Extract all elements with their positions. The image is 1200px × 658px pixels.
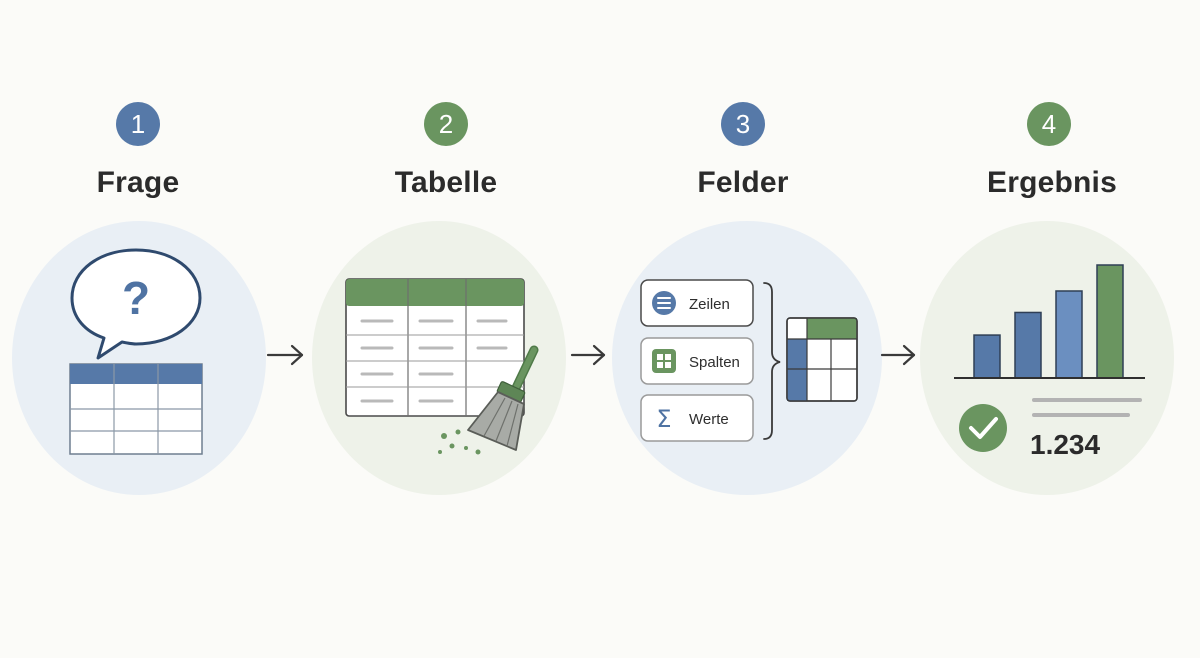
step-3-title: Felder (697, 166, 789, 199)
columns-label: Spalten (689, 354, 740, 371)
question-bubble-table-icon: ? (69, 248, 203, 455)
result-bar (1055, 290, 1083, 379)
result-bar (973, 334, 1001, 379)
sigma-icon: Σ (656, 405, 671, 433)
field-columns: Spalten (640, 337, 754, 385)
field-values: Σ Werte (640, 394, 754, 442)
columns-icon (652, 349, 676, 373)
pivot-fields-icon: Zeilen Spalten Σ Werte (640, 279, 858, 442)
rows-label: Zeilen (689, 296, 730, 313)
data-table-icon (69, 363, 203, 455)
dust-particles-icon (438, 429, 481, 455)
values-label: Werte (689, 411, 729, 428)
step-3-badge: 3 (721, 102, 765, 146)
table-broom-icon (345, 278, 539, 455)
arrow-right-icon (880, 344, 916, 366)
spreadsheet-icon (345, 278, 525, 417)
brace-icon (763, 282, 781, 440)
result-bar (1014, 311, 1042, 379)
check-circle-icon (959, 404, 1007, 452)
arrow-right-icon (266, 344, 304, 366)
field-rows: Zeilen (640, 279, 754, 327)
step-2-title: Tabelle (394, 166, 498, 199)
speech-bubble-icon: ? (70, 248, 202, 360)
step-1-title: Frage (96, 166, 180, 199)
broom-icon (467, 345, 539, 451)
step-1-badge: 1 (116, 102, 160, 146)
result-bars (973, 264, 1124, 379)
bar-chart-check-icon: 1.234 (954, 264, 1145, 460)
question-mark-icon: ? (122, 272, 150, 324)
result-bar (1096, 264, 1124, 379)
step-4-circle (920, 221, 1174, 495)
step-4-badge: 4 (1027, 102, 1071, 146)
pivot-table-icon (786, 317, 858, 402)
step-2-badge: 2 (424, 102, 468, 146)
arrow-right-icon (570, 344, 606, 366)
step-4-title: Ergebnis (987, 166, 1117, 199)
result-value: 1.234 (1030, 429, 1100, 460)
